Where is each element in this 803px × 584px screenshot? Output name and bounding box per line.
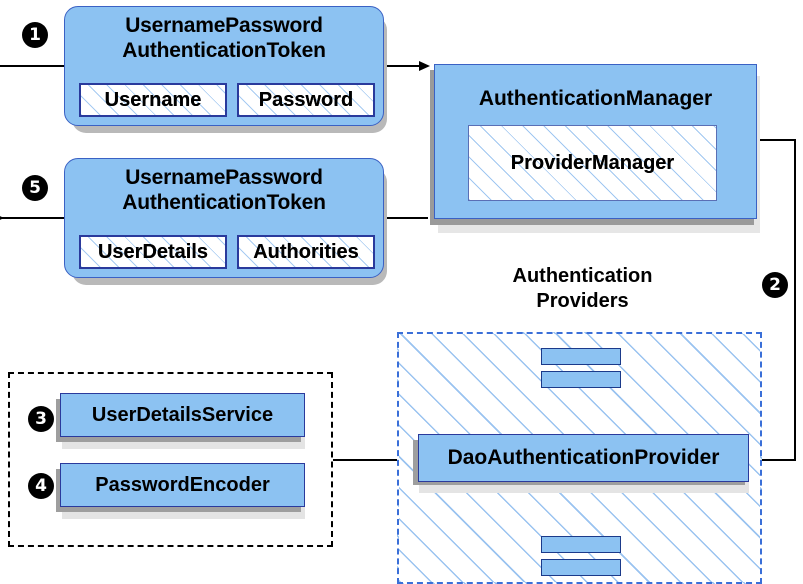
userdetailsservice-box: UserDetailsService bbox=[60, 393, 305, 437]
passwordencoder-label: PasswordEncoder bbox=[95, 473, 270, 496]
authentication-providers-label-line2: Providers bbox=[536, 290, 629, 312]
request-token-field-username: Username bbox=[79, 83, 227, 117]
step-badge-2: 2 bbox=[762, 272, 788, 298]
response-token-title: UsernamePassword AuthenticationToken bbox=[65, 165, 383, 215]
request-token-field-username-label: Username bbox=[104, 88, 202, 111]
authentication-providers-label-line1: Authentication bbox=[512, 265, 653, 287]
request-token-card: UsernamePassword AuthenticationToken Use… bbox=[64, 6, 384, 126]
response-token-field-userdetails: UserDetails bbox=[79, 235, 227, 269]
provider-manager-label: ProviderManager bbox=[510, 151, 675, 174]
step-badge-5: 5 bbox=[22, 175, 48, 201]
request-token-title-line2: AuthenticationToken bbox=[122, 39, 326, 62]
response-token-field-authorities-label: Authorities bbox=[253, 240, 359, 263]
dao-authentication-provider-label: DaoAuthenticationProvider bbox=[447, 446, 720, 469]
other-provider-bar-bottom-2 bbox=[541, 559, 621, 576]
response-token-card: UsernamePassword AuthenticationToken Use… bbox=[64, 158, 384, 278]
other-provider-bar-top-2 bbox=[541, 371, 621, 388]
response-token-title-line2: AuthenticationToken bbox=[122, 191, 326, 214]
connector-manager-to-provider bbox=[746, 139, 796, 465]
authentication-manager-title: AuthenticationManager bbox=[478, 87, 713, 110]
request-token-title: UsernamePassword AuthenticationToken bbox=[65, 13, 383, 63]
authentication-providers-label: Authentication Providers bbox=[460, 264, 705, 314]
response-token-title-line1: UsernamePassword bbox=[125, 166, 323, 189]
passwordencoder-box: PasswordEncoder bbox=[60, 463, 305, 507]
step-badge-1: 1 bbox=[22, 22, 48, 48]
response-token-field-userdetails-label: UserDetails bbox=[97, 240, 209, 263]
request-token-field-password-label: Password bbox=[258, 88, 354, 111]
request-token-title-line1: UsernamePassword bbox=[125, 14, 323, 37]
provider-manager-box: ProviderManager bbox=[468, 125, 717, 201]
dao-authentication-provider-box: DaoAuthenticationProvider bbox=[418, 434, 749, 482]
response-token-field-authorities: Authorities bbox=[237, 235, 375, 269]
request-token-field-password: Password bbox=[237, 83, 375, 117]
other-provider-bar-top-1 bbox=[541, 348, 621, 365]
authentication-manager-box: AuthenticationManager ProviderManager bbox=[434, 64, 757, 219]
step-badge-3: 3 bbox=[28, 406, 54, 432]
step-badge-4: 4 bbox=[28, 473, 54, 499]
other-provider-bar-bottom-1 bbox=[541, 536, 621, 553]
userdetailsservice-label: UserDetailsService bbox=[91, 403, 274, 426]
